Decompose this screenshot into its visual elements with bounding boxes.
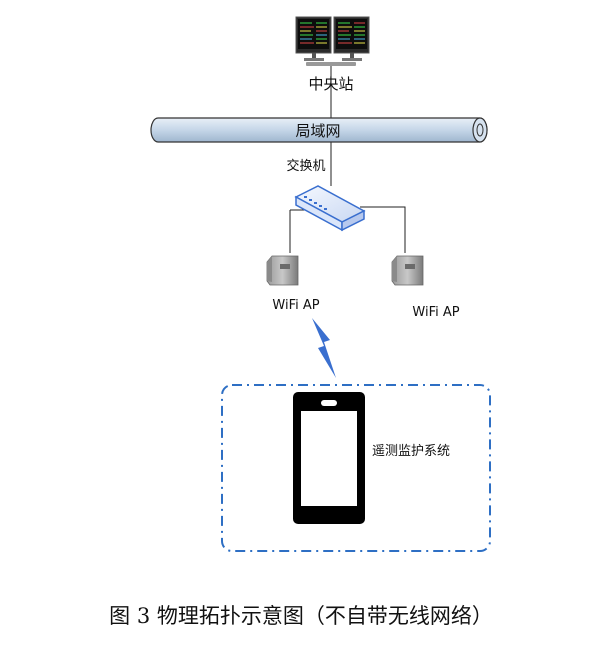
central-station-icon: [295, 16, 370, 66]
lan-label: 局域网: [295, 122, 340, 140]
wireless-lightning-icon: [312, 318, 336, 378]
device-label: 遥测监护系统: [372, 444, 450, 459]
wifi-ap-right-label: WiFi AP: [412, 305, 459, 320]
lan-pipe: [150, 117, 488, 143]
connection-lines: [289, 64, 406, 253]
wifi-ap-right-icon: [391, 255, 424, 286]
wifi-ap-left-label: WiFi AP: [272, 298, 319, 313]
central-station-label: 中央站: [308, 75, 353, 93]
telemetry-device-icon: [293, 392, 365, 524]
switch-icon: [294, 185, 366, 232]
wifi-ap-left-icon: [266, 255, 299, 286]
switch-label: 交换机: [286, 158, 325, 174]
figure-caption: 图 3 物理拓扑示意图（不自带无线网络）: [109, 604, 493, 628]
device-boundary: [221, 384, 491, 552]
link-switch-ap-right: [360, 206, 406, 253]
